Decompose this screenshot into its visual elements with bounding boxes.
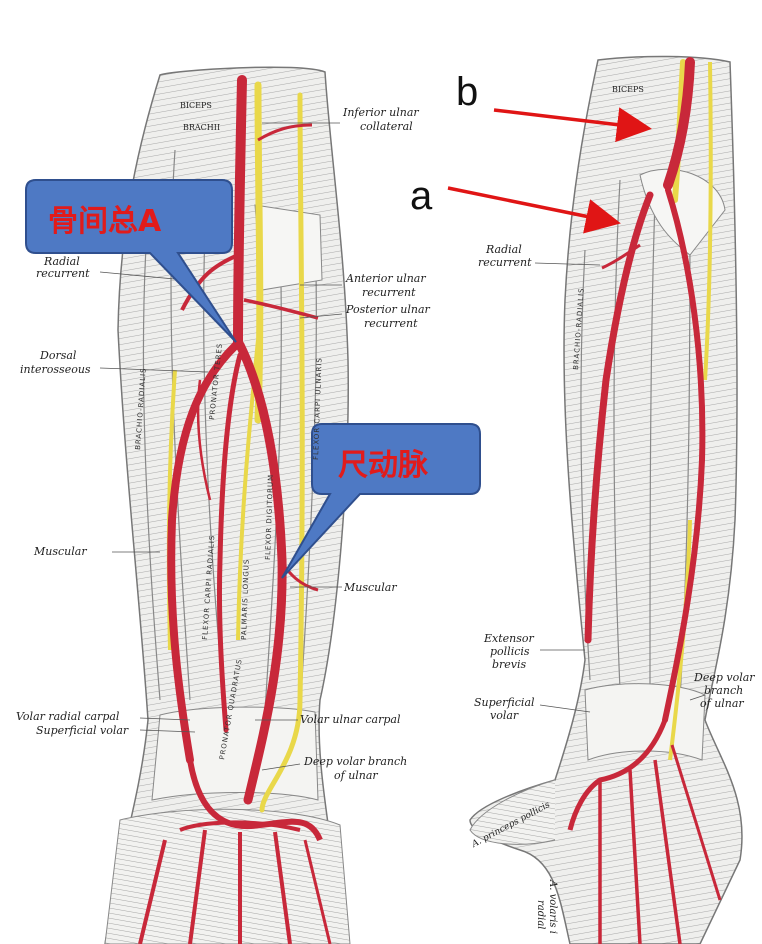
label-dorsal-interosseous-1: Dorsal xyxy=(40,349,77,362)
left-forearm xyxy=(99,66,351,944)
label-anterior-ulnar-recurrent-2: recurrent xyxy=(362,286,416,299)
muscle-palmaris-longus: PALMARIS LONGUS xyxy=(240,559,251,641)
brachial-artery xyxy=(233,75,247,350)
label-volaris-indicis-2: radial xyxy=(535,900,546,930)
label-inferior-ulnar-collateral-2: collateral xyxy=(360,120,413,133)
label-superficial-volar-right-1: Superficial xyxy=(474,696,535,709)
label-deep-volar-right-1: Deep volar xyxy=(694,671,755,684)
callout-ulnar-artery xyxy=(281,423,481,579)
arrow-label-b: b xyxy=(456,70,479,114)
label-volar-ulnar-carpal: Volar ulnar carpal xyxy=(300,713,401,726)
radial-artery-right xyxy=(584,191,654,644)
label-muscular-right: Muscular xyxy=(344,581,397,594)
label-posterior-ulnar-recurrent-1: Posterior ulnar xyxy=(346,303,430,316)
label-extensor-pollicis-3: brevis xyxy=(492,658,527,671)
label-superficial-volar-left: Superficial volar xyxy=(36,724,129,737)
label-posterior-ulnar-recurrent-2: recurrent xyxy=(364,317,418,330)
label-dorsal-interosseous-2: interosseous xyxy=(20,363,91,376)
label-radial-recurrent-left-1: Radial xyxy=(44,255,80,268)
label-brachii-left: BRACHII xyxy=(183,123,221,132)
muscle-flexor-carpi-ulnaris: FLEXOR CARPI ULNARIS xyxy=(312,357,324,460)
label-volaris-indicis-1: A. volaris i xyxy=(547,880,558,934)
label-deep-volar-branch-2: of ulnar xyxy=(334,769,378,782)
label-superficial-volar-right-2: volar xyxy=(490,709,519,722)
arrow-b xyxy=(493,107,652,143)
label-extensor-pollicis-1: Extensor xyxy=(484,632,534,645)
callout-common-interosseous-text: 骨间总A xyxy=(48,204,162,239)
label-radial-recurrent-right-1: Radial xyxy=(486,243,522,256)
label-biceps-right: BICEPS xyxy=(612,85,644,94)
right-forearm xyxy=(469,55,743,944)
radial-artery-left xyxy=(167,341,240,764)
label-deep-volar-branch-1: Deep volar branch xyxy=(304,755,408,768)
label-deep-volar-right-3: of ulnar xyxy=(700,697,744,710)
label-radial-recurrent-left-2: recurrent xyxy=(36,267,90,280)
ulnar-artery-right xyxy=(662,187,706,723)
label-biceps-left: BICEPS xyxy=(180,101,212,110)
label-extensor-pollicis-2: pollicis xyxy=(490,645,530,658)
arrow-a xyxy=(447,186,621,234)
muscle-flexor-digitorum: FLEXOR DIGITORUM xyxy=(264,474,275,560)
label-radial-recurrent-right-2: recurrent xyxy=(478,256,532,269)
label-anterior-ulnar-recurrent-1: Anterior ulnar xyxy=(346,272,426,285)
callout-common-interosseous xyxy=(25,179,237,343)
common-interosseous-artery xyxy=(216,352,243,733)
label-volar-radial-carpal: Volar radial carpal xyxy=(16,710,120,723)
label-muscular-left: Muscular xyxy=(34,545,87,558)
callout-ulnar-artery-text: 尺动脉 xyxy=(338,448,428,483)
arrow-label-a: a xyxy=(410,174,433,218)
label-inferior-ulnar-collateral-1: Inferior ulnar xyxy=(343,106,419,119)
brachial-artery-right xyxy=(663,57,695,190)
label-deep-volar-right-2: branch xyxy=(704,684,744,697)
ulnar-artery-left xyxy=(235,340,287,805)
